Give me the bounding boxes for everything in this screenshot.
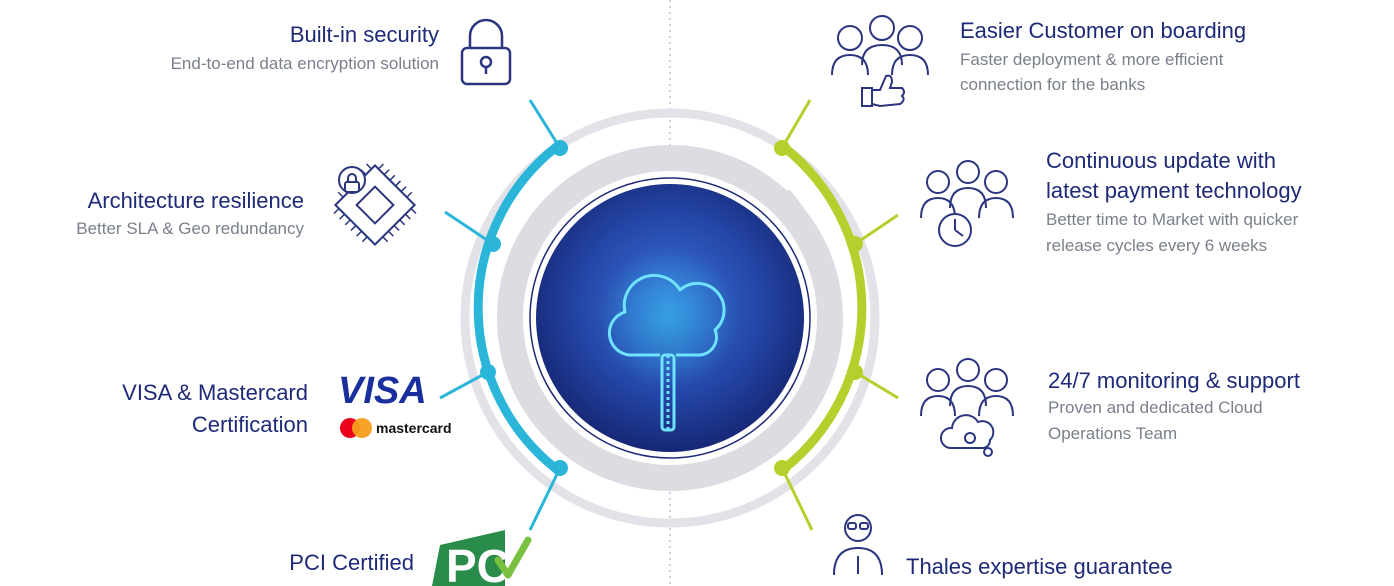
team-thumbs-up-icon <box>831 15 929 108</box>
right-connectors <box>780 99 899 531</box>
certification-title-line2: Certification <box>191 412 308 437</box>
monitoring-subtitle-line1: Proven and dedicated Cloud <box>1048 398 1263 417</box>
right-connector-dots <box>774 140 863 476</box>
left-accent-arc <box>473 143 560 473</box>
visa-logo: VISA <box>338 370 427 412</box>
pci-title: PCI Certified <box>289 550 414 575</box>
expert-person-icon <box>833 514 883 576</box>
padlock-icon <box>460 18 512 86</box>
core-outline <box>529 177 811 459</box>
left-connectors <box>439 99 562 531</box>
svg-text:PCI: PCI <box>446 540 523 586</box>
cloud-icon <box>607 273 726 432</box>
mastercard-logo: mastercard <box>340 418 452 438</box>
team-clock-icon <box>920 160 1014 247</box>
left-connector-dots <box>480 140 568 476</box>
onboarding-title: Easier Customer on boarding <box>960 18 1247 43</box>
right-accent-arc <box>780 143 867 473</box>
security-title: Built-in security <box>289 22 439 47</box>
update-subtitle-line2: release cycles every 6 weeks <box>1046 236 1268 255</box>
team-cloud-gear-icon <box>920 358 1014 457</box>
update-title-line1: Continuous update with <box>1046 148 1276 173</box>
pci-logo: PCI <box>432 530 532 586</box>
security-subtitle: End-to-end data encryption solution <box>170 54 439 73</box>
svg-text:mastercard: mastercard <box>376 420 452 436</box>
secure-chip-icon <box>333 163 417 247</box>
update-subtitle-line1: Better time to Market with quicker <box>1046 210 1299 229</box>
update-title-line2: latest payment technology <box>1046 178 1302 203</box>
resilience-title: Architecture resilience <box>87 188 304 213</box>
certification-title-line1: VISA & Mastercard <box>122 380 308 405</box>
onboarding-subtitle-line1: Faster deployment & more efficient <box>960 50 1224 69</box>
inner-gray-ring <box>497 145 843 491</box>
resilience-subtitle: Better SLA & Geo redundancy <box>76 219 304 238</box>
monitoring-subtitle-line2: Operations Team <box>1048 424 1178 443</box>
monitoring-title: 24/7 monitoring & support <box>1048 368 1300 393</box>
onboarding-subtitle-line2: connection for the banks <box>960 75 1146 94</box>
outer-gray-ring <box>460 108 880 528</box>
expertise-title: Thales expertise guarantee <box>906 554 1173 579</box>
